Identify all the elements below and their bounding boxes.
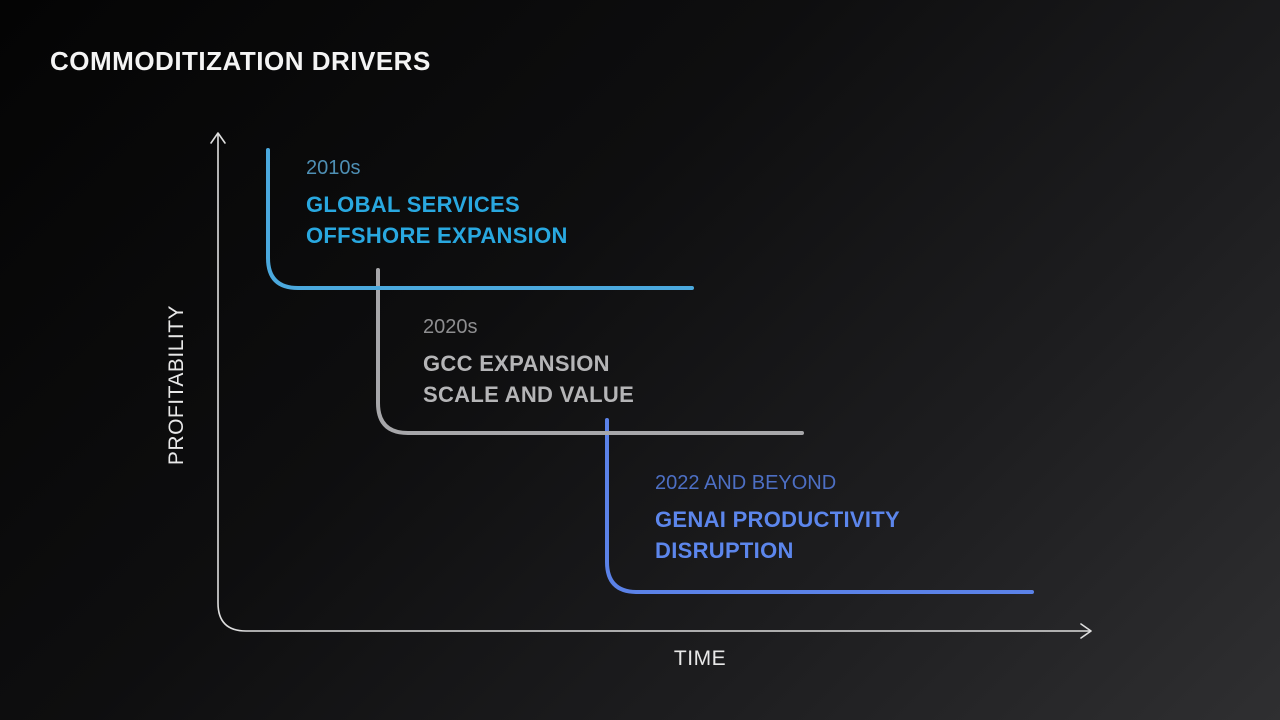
axis-line — [217, 133, 1091, 632]
curve-label-2010s: 2010s GLOBAL SERVICES OFFSHORE EXPANSION — [306, 157, 568, 251]
curve-title-line: GCC EXPANSION — [423, 351, 610, 376]
curve-title-line: GENAI PRODUCTIVITY — [655, 507, 900, 532]
curve-title: GENAI PRODUCTIVITY DISRUPTION — [655, 504, 900, 566]
curve-title: GLOBAL SERVICES OFFSHORE EXPANSION — [306, 189, 568, 251]
era-label: 2022 AND BEYOND — [655, 472, 837, 494]
curve-label-2022-and-beyond: 2022 AND BEYOND GENAI PRODUCTIVITY DISRU… — [655, 472, 900, 566]
curve-title-line: OFFSHORE EXPANSION — [306, 223, 568, 248]
curve-2020s — [376, 268, 804, 435]
y-axis-arrowhead-icon — [210, 132, 226, 144]
curve-title-line: GLOBAL SERVICES — [306, 192, 520, 217]
curve-2022-and-beyond — [605, 418, 1034, 594]
curve-title-line: SCALE AND VALUE — [423, 382, 635, 407]
curve-title: GCC EXPANSION SCALE AND VALUE — [423, 348, 634, 410]
x-axis-arrowhead-icon — [1080, 623, 1092, 639]
curve-2010s — [266, 148, 694, 290]
y-axis-label: PROFITABILITY — [165, 304, 188, 466]
era-label: 2010s — [306, 157, 361, 179]
x-axis-label: TIME — [673, 647, 727, 670]
slide-title: COMMODITIZATION DRIVERS — [50, 46, 431, 76]
curve-title-line: DISRUPTION — [655, 538, 794, 563]
era-label: 2020s — [423, 316, 478, 338]
curve-label-2020s: 2020s GCC EXPANSION SCALE AND VALUE — [423, 316, 634, 410]
